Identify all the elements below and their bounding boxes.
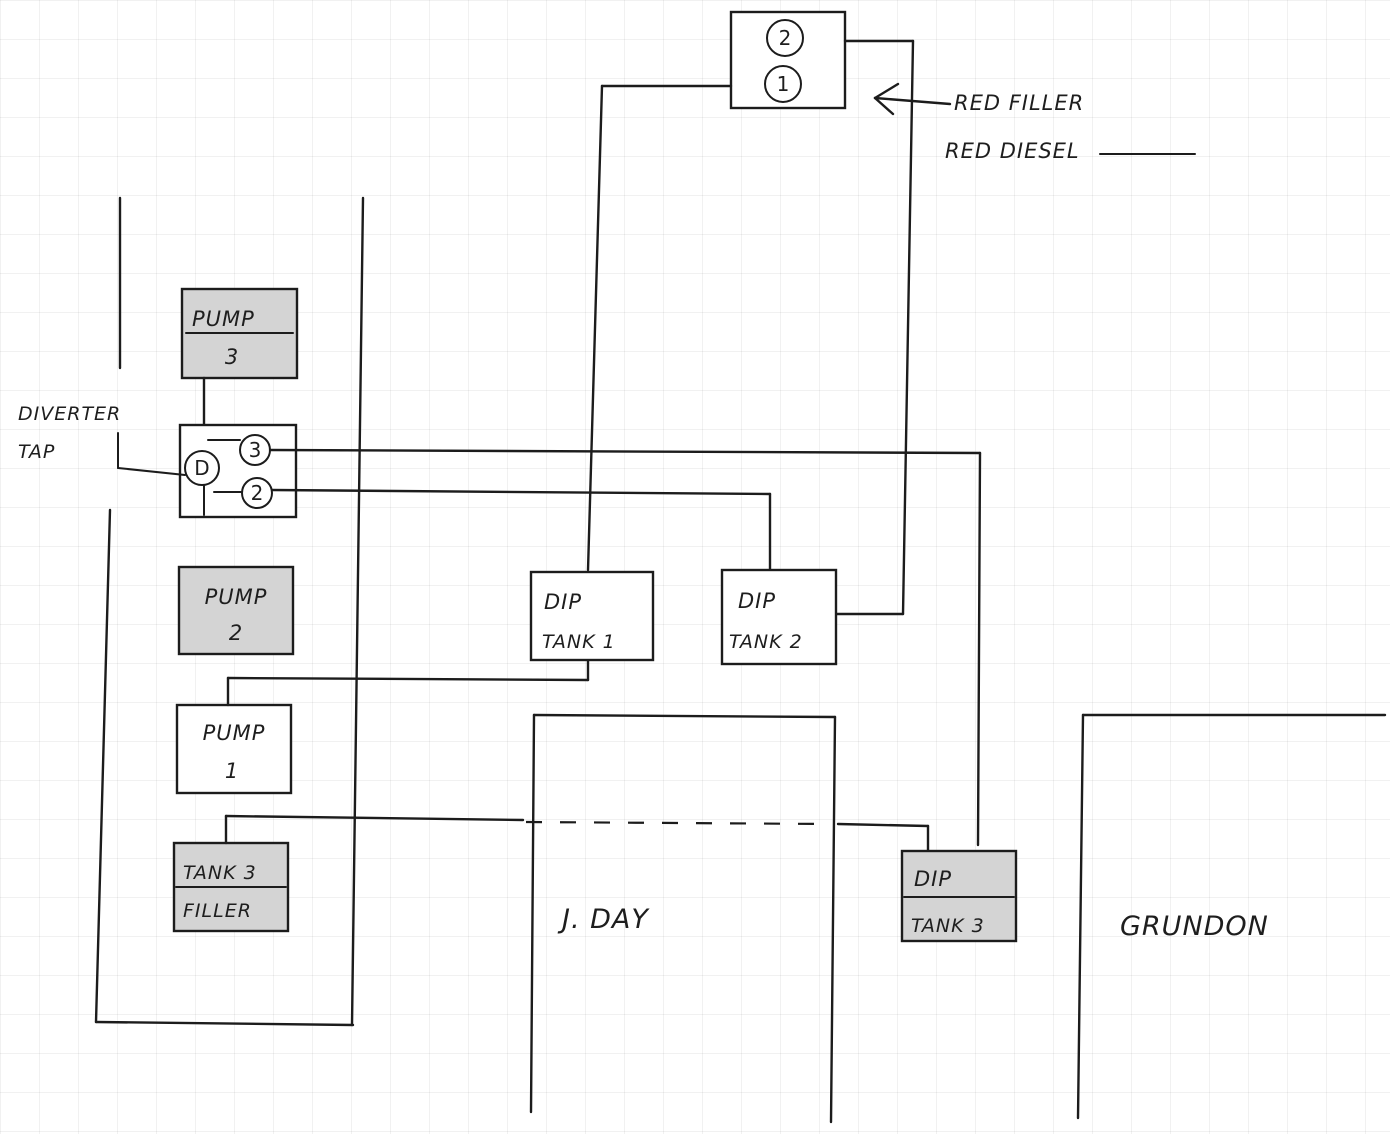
dip-tank-2-dip-label: DIP	[738, 589, 776, 613]
tap-label: TAP	[18, 441, 55, 463]
dip-tank-1-tank-label: TANK 1	[542, 631, 616, 653]
dip-tank-3-tank-label: TANK 3	[911, 915, 985, 937]
red-diesel-label: RED DIESEL	[945, 139, 1080, 163]
pump-3-label: PUMP	[192, 307, 255, 331]
pump-1-label: PUMP	[203, 721, 266, 745]
grundon-tank: GRUNDON	[1076, 713, 1387, 1120]
pump-2-number: 2	[229, 621, 243, 645]
diverter-tap-box: D 3 2	[178, 423, 298, 519]
dip-tank-1-dip-label: DIP	[544, 590, 582, 614]
pump-1-box: PUMP 1	[175, 703, 293, 795]
red-filler-label: RED FILLER	[954, 91, 1084, 115]
dip-tank-3-box: DIP TANK 3	[900, 849, 1018, 943]
jday-tank: J. DAY	[529, 713, 837, 1124]
diverter-label: DIVERTER	[18, 403, 121, 425]
tap-port-3-label: 3	[249, 438, 262, 462]
red-filler-box: 2 1	[729, 10, 847, 110]
dip-tank-3-dip-label: DIP	[914, 867, 952, 891]
tank-3-filler-tank-label: TANK 3	[183, 862, 257, 884]
pump-3-box: PUMP 3	[180, 287, 299, 380]
dip-tank-2-tank-label: TANK 2	[729, 631, 803, 653]
pump-2-box: PUMP 2	[177, 565, 295, 656]
dip-tank-1-box: DIP TANK 1	[529, 570, 655, 662]
pump-1-number: 1	[225, 759, 239, 783]
dip-tank-2-box: DIP TANK 2	[720, 568, 838, 666]
tank-3-filler-filler-label: FILLER	[183, 900, 252, 922]
jday-label: J. DAY	[557, 904, 650, 935]
filler-port-1-label: 1	[777, 72, 790, 96]
grundon-label: GRUNDON	[1120, 911, 1269, 942]
tank-3-filler-box: TANK 3 FILLER	[172, 841, 290, 933]
filler-port-2-label: 2	[779, 26, 792, 50]
pump-house-enclosure	[94, 196, 365, 1027]
tap-port-2-label: 2	[251, 481, 264, 505]
tap-port-d-label: D	[194, 456, 209, 480]
pump-2-label: PUMP	[205, 585, 268, 609]
pump-3-number: 3	[225, 345, 239, 369]
